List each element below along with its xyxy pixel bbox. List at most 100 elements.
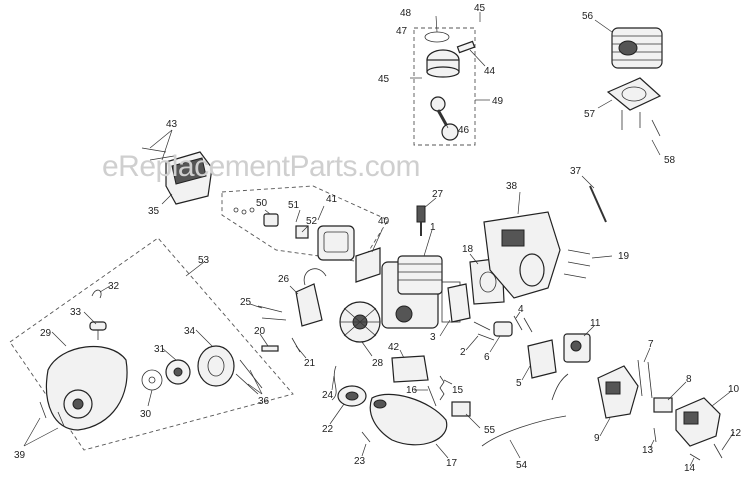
carburetor	[563, 333, 591, 363]
callout-24: 24	[322, 390, 334, 401]
flywheel	[339, 301, 381, 343]
screws-39	[39, 401, 65, 427]
air-filter-screws	[141, 147, 175, 161]
callout-53: 53	[198, 255, 210, 266]
callout-12: 12	[730, 428, 742, 439]
callout-33: 33	[70, 307, 82, 318]
callout-54: 54	[516, 460, 528, 471]
connecting-rod	[430, 96, 459, 141]
callout-6: 6	[484, 352, 490, 363]
intake-gasket	[447, 283, 471, 323]
callout-5: 5	[516, 378, 522, 389]
callout-8: 8	[686, 374, 692, 385]
callout-18: 18	[462, 244, 474, 255]
piston-ring	[424, 31, 450, 43]
callout-32: 32	[108, 281, 120, 292]
air-box-base	[597, 365, 639, 419]
piston-pin	[456, 40, 476, 54]
callout-11: 11	[590, 318, 601, 329]
piston-kit-outline	[413, 27, 476, 146]
spring-15	[439, 375, 445, 401]
callout-21: 21	[304, 358, 316, 369]
starter-handle	[89, 321, 107, 340]
callout-47: 47	[396, 26, 408, 37]
key-pin	[261, 345, 279, 352]
callout-22: 22	[322, 424, 334, 435]
callout-39: 39	[14, 450, 26, 461]
leader-lines	[23, 12, 735, 467]
screw-13	[653, 427, 657, 443]
screws-4	[513, 315, 533, 333]
screws-7	[637, 359, 653, 399]
cylinder	[611, 27, 663, 69]
callout-23: 23	[354, 456, 366, 467]
air-filter-element	[263, 213, 279, 227]
callout-16: 16	[406, 385, 418, 396]
spark-plug	[416, 205, 426, 236]
callout-58: 58	[664, 155, 676, 166]
muffler-screws	[563, 249, 591, 279]
fuel-tank	[369, 393, 448, 446]
callout-45-left: 45	[378, 74, 390, 85]
callout-15: 15	[452, 385, 464, 396]
starter-screws-36	[235, 359, 263, 395]
callout-1: 1	[430, 222, 436, 233]
callout-29: 29	[40, 328, 52, 339]
callout-45-top: 45	[474, 3, 486, 14]
carb-gasket-5	[527, 339, 557, 379]
callout-4: 4	[518, 304, 524, 315]
clutch-drum	[337, 385, 367, 407]
bracket-37	[589, 185, 607, 223]
callout-57: 57	[584, 109, 596, 120]
callout-40: 40	[378, 216, 390, 227]
ignition-kit-outline	[221, 185, 389, 263]
air-cover-10	[675, 397, 721, 447]
callout-10: 10	[728, 384, 740, 395]
callout-56: 56	[582, 11, 594, 22]
filter-small-parts	[233, 207, 255, 215]
muffler	[483, 211, 561, 299]
callout-44: 44	[484, 66, 496, 77]
callout-3: 3	[430, 332, 436, 343]
callout-20: 20	[254, 326, 266, 337]
spring-34	[197, 345, 235, 387]
callout-31: 31	[154, 344, 166, 355]
watermark-text: eReplacementParts.com	[102, 150, 420, 183]
starter-rope-32	[91, 289, 102, 299]
callout-19: 19	[618, 251, 630, 262]
callout-27: 27	[432, 189, 444, 200]
part-2	[473, 321, 495, 341]
callout-14: 14	[684, 463, 696, 474]
callout-9: 9	[594, 433, 600, 444]
callout-52: 52	[306, 216, 318, 227]
callout-7: 7	[648, 339, 654, 350]
air-filter-cover	[165, 151, 213, 205]
callout-37: 37	[570, 166, 582, 177]
engine-assembly	[381, 255, 461, 329]
callout-25: 25	[240, 297, 252, 308]
cylinder-screws	[621, 110, 661, 137]
piston	[426, 49, 460, 78]
callout-28: 28	[372, 358, 384, 369]
ignition-coil	[295, 268, 327, 327]
callout-43: 43	[166, 119, 178, 130]
callout-labels: 1 2 3 4 5 6 7 8 9 10 11 12 13 14 15 16 1…	[14, 3, 742, 474]
callout-2: 2	[460, 347, 466, 358]
callout-49: 49	[492, 96, 504, 107]
callout-26: 26	[278, 274, 290, 285]
cylinder-gasket	[606, 77, 662, 111]
callout-41: 41	[326, 194, 338, 205]
part-6	[493, 321, 513, 337]
callout-17: 17	[446, 458, 458, 469]
wire-24	[331, 365, 337, 401]
screw-23	[361, 431, 371, 443]
callout-46: 46	[458, 125, 470, 136]
starter-housing	[45, 346, 128, 431]
air-box	[317, 225, 355, 261]
callout-50: 50	[256, 198, 268, 209]
callout-36: 36	[258, 396, 270, 407]
callout-13: 13	[642, 445, 654, 456]
starter-kit-outline	[9, 237, 294, 451]
callout-35: 35	[148, 206, 160, 217]
